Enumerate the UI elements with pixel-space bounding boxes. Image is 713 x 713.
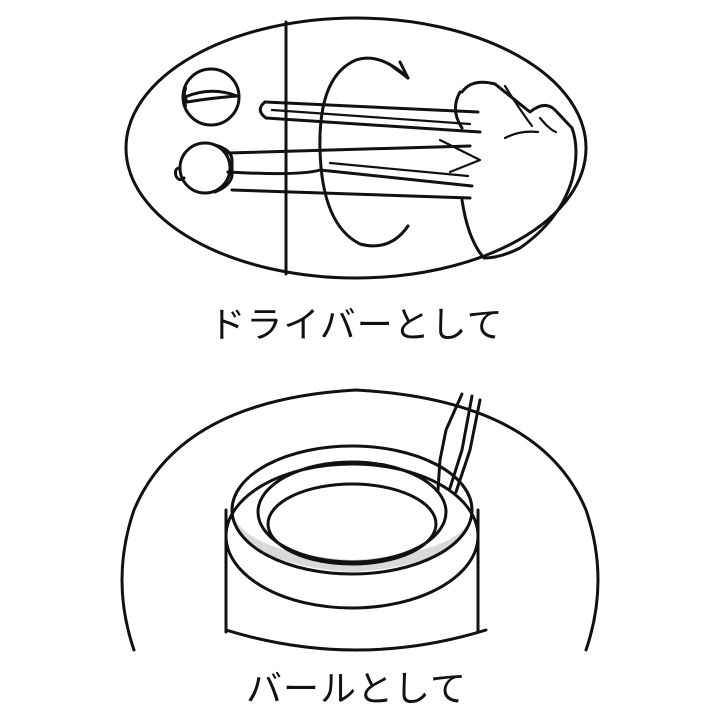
figure-driver: ドライバーとして [0,0,713,350]
oval-frame [120,388,600,652]
screw-head-icon [181,67,241,127]
screwdriver-illustration [124,16,588,280]
hand-icon [454,80,578,260]
tool-blades [226,100,482,200]
caption-crowbar: バールとして [246,669,467,710]
rotation-arrow-icon [318,56,410,248]
caption-driver: ドライバーとして [209,305,504,346]
cylinder-cap [224,444,480,634]
figure-crowbar: バールとして [0,360,713,713]
door-knob-icon [174,141,234,195]
crowbar-illustration [120,388,600,652]
tool-tip [436,392,482,494]
oval-frame [124,16,588,280]
